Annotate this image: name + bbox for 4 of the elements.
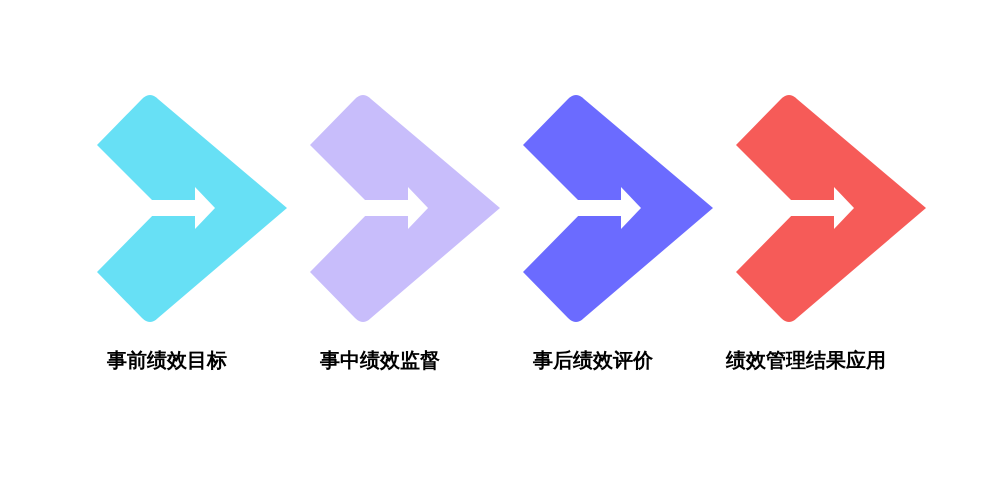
step-label: 事前绩效目标 [107,348,227,373]
step-label: 绩效管理结果应用 [726,348,886,373]
step-label: 事中绩效监督 [320,348,440,373]
step-label: 事后绩效评价 [533,348,653,373]
